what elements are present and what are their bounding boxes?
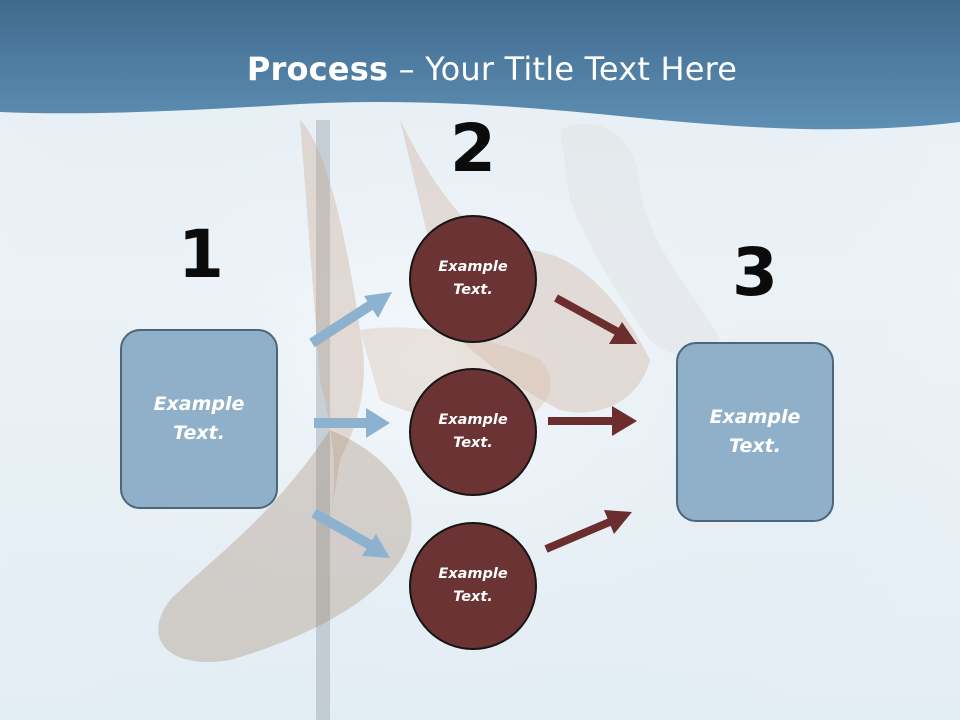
process-box-input: Example Text. (120, 329, 278, 509)
circle-1-line2: Text. (453, 282, 493, 298)
step-number-3: 3 (732, 234, 778, 311)
box-left-line2: Text. (173, 422, 225, 444)
circle-2-line2: Text. (453, 435, 493, 451)
circle-3-line1: Example (438, 566, 508, 582)
process-box-output: Example Text. (676, 342, 834, 522)
circle-3-line2: Text. (453, 589, 493, 605)
circle-2-line1: Example (438, 412, 508, 428)
box-left-line1: Example (153, 393, 245, 415)
step-number-1: 1 (178, 216, 224, 293)
box-right-line2: Text. (729, 435, 781, 457)
process-circle-2: Example Text. (409, 368, 537, 496)
dark-arrow-right (548, 406, 637, 436)
slide-title: Process – Your Title Text Here (0, 50, 960, 88)
dark-arrow-down (554, 294, 637, 344)
step-number-2: 2 (450, 110, 496, 187)
blue-arrow-right (314, 408, 390, 438)
blue-arrow-up (309, 292, 392, 348)
dark-arrow-up (544, 510, 632, 553)
process-circle-3: Example Text. (409, 522, 537, 650)
box-right-line1: Example (709, 406, 801, 428)
circle-1-line1: Example (438, 259, 508, 275)
header-band (0, 0, 960, 130)
process-circle-1: Example Text. (409, 215, 537, 343)
title-rest: – Your Title Text Here (388, 50, 738, 88)
blue-arrow-down (311, 508, 390, 558)
title-bold: Process (246, 50, 389, 88)
